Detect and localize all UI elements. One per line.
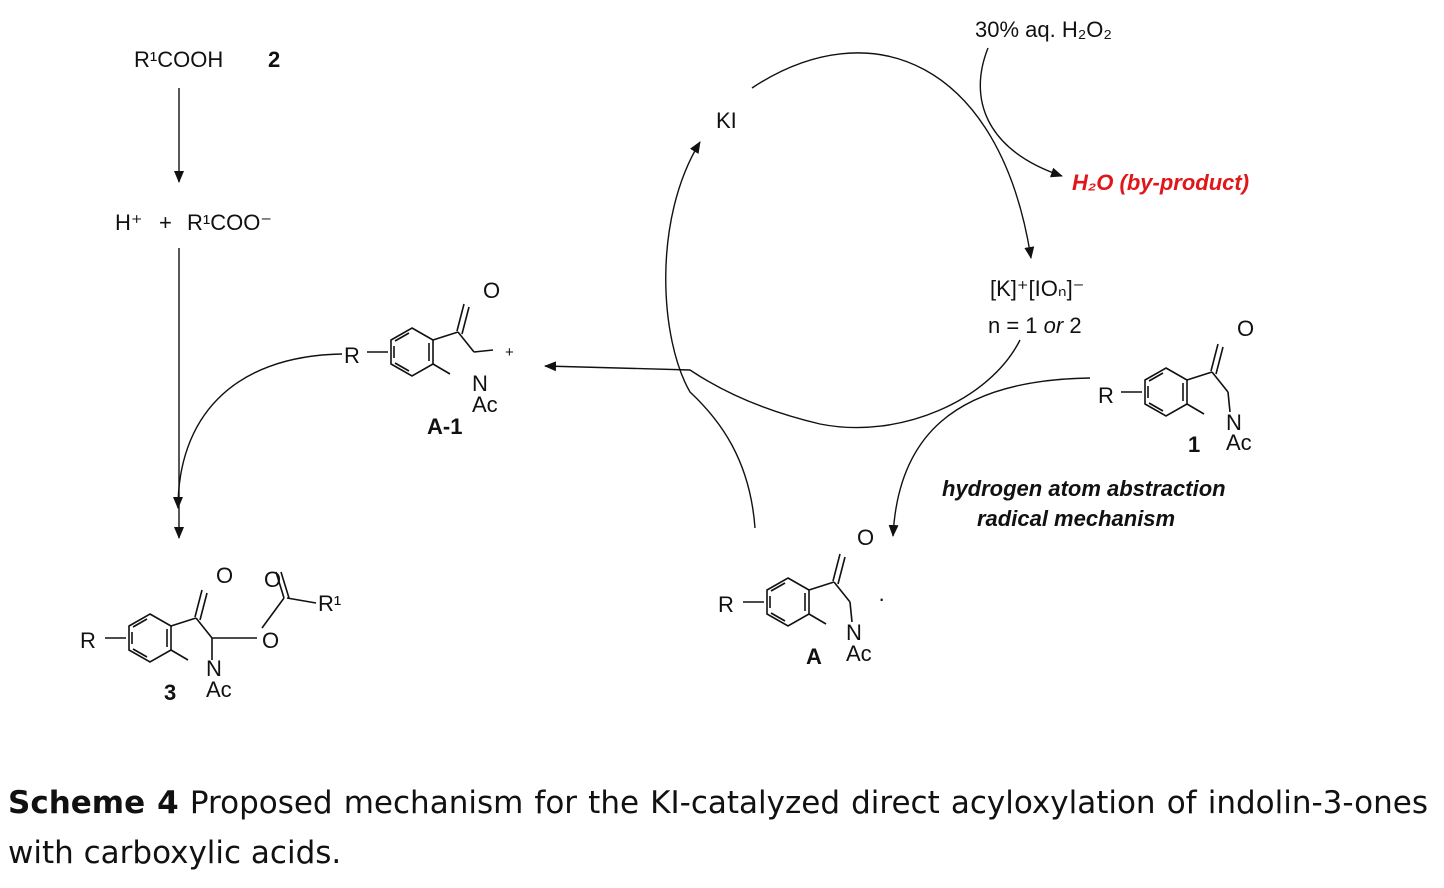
cation-a1-structure: R O N Ac + A-1 [344, 278, 514, 439]
product-3-structure: R O O O R¹ N Ac 3 [80, 563, 341, 705]
radical-a-label: A [806, 644, 822, 669]
n-value-label: n = 1 or 2 [988, 313, 1082, 338]
substrate-1-label: 1 [1188, 432, 1200, 457]
svg-text:O: O [1237, 316, 1254, 341]
svg-text:O: O [483, 278, 500, 303]
cation-a1-label: A-1 [427, 414, 462, 439]
svg-text:R: R [344, 343, 360, 368]
svg-text:Ac: Ac [206, 677, 232, 702]
svg-text:O: O [262, 628, 279, 653]
oxidant-label: 30% aq. H₂O₂ [975, 17, 1112, 42]
svg-text:·: · [878, 586, 885, 611]
acid-formula: R¹COOH [134, 47, 223, 72]
caption-label: Scheme 4 [8, 785, 179, 821]
svg-text:N: N [472, 371, 488, 396]
substrate-1-structure: R O N Ac 1 [1098, 316, 1254, 457]
active-iodine-species: [K]⁺[IOₙ]⁻ [990, 276, 1084, 301]
hat-arrow [888, 377, 1091, 537]
svg-text:R¹: R¹ [318, 591, 341, 616]
cation-trap-arrow [173, 353, 343, 509]
svg-text:N: N [206, 656, 222, 681]
step-label-line-1: hydrogen atom abstraction [942, 476, 1226, 501]
svg-text:Ac: Ac [846, 641, 872, 666]
cycle-arrow-ki-oxidation [751, 52, 1035, 259]
svg-text:N: N [846, 620, 862, 645]
byproduct-label: H₂O (by-product) [1072, 170, 1249, 195]
svg-text:R: R [1098, 383, 1114, 408]
scheme-caption: Scheme 4 Proposed mechanism for the KI-c… [8, 778, 1428, 878]
oxidant-entry-arrow [979, 47, 1063, 178]
svg-text:Ac: Ac [1226, 430, 1252, 455]
svg-text:R: R [718, 592, 734, 617]
carboxylate-label: R¹COO⁻ [187, 210, 272, 235]
product-3-label: 3 [164, 680, 176, 705]
svg-text:O: O [264, 567, 281, 592]
radical-a-structure: R O N Ac · A [718, 525, 885, 669]
plus-sign: + [159, 210, 172, 235]
proton-label: H⁺ [115, 210, 143, 235]
svg-text:R: R [80, 628, 96, 653]
svg-text:N: N [1226, 410, 1242, 435]
caption-text: Proposed mechanism for the KI-catalyzed … [8, 785, 1428, 871]
compound-2-label: 2 [268, 47, 280, 72]
cycle-arrow-to-cation [544, 339, 1021, 429]
svg-text:O: O [857, 525, 874, 550]
cycle-arrow-to-ki [665, 141, 756, 529]
svg-text:O: O [216, 563, 233, 588]
svg-text:+: + [505, 344, 514, 361]
reaction-scheme: R¹COOH 2 H⁺ + R¹COO⁻ KI 30% aq. H₂O₂ H₂O… [80, 17, 1254, 705]
catalyst-label: KI [716, 108, 737, 133]
step-label-line-2: radical mechanism [977, 506, 1175, 531]
svg-text:Ac: Ac [472, 392, 498, 417]
